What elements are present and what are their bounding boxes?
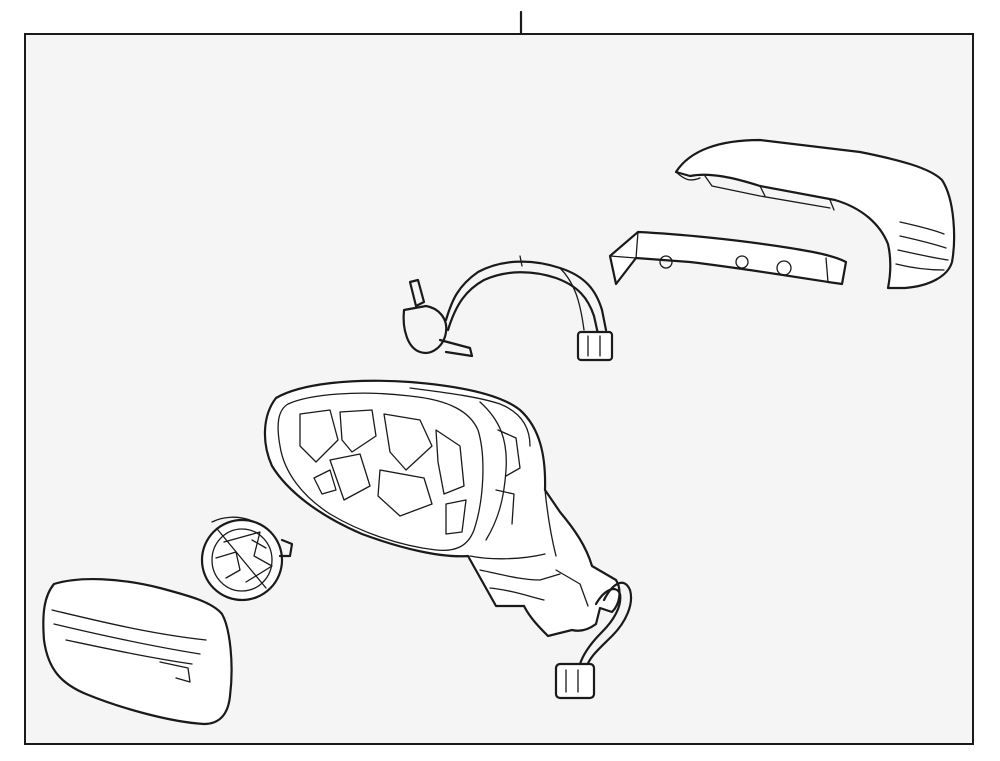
turn-signal-lamp-icon (608, 230, 848, 286)
mirror-motor-icon (200, 516, 294, 602)
mirror-glass-icon (42, 578, 233, 726)
mirror-housing-assembly-icon (263, 379, 633, 700)
wiring-harness-icon (402, 255, 614, 362)
mirror-cover-cap-icon (674, 138, 956, 290)
